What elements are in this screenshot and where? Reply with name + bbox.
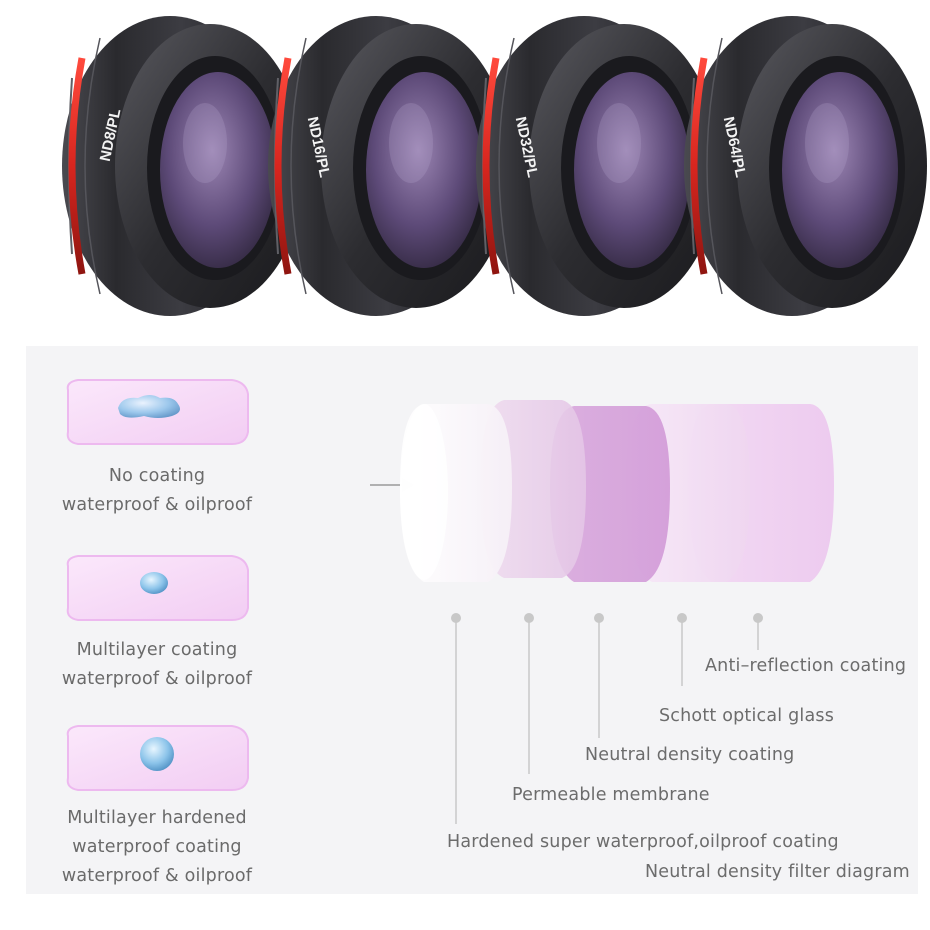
caption-line: Multilayer hardened xyxy=(67,808,247,828)
caption-line: Multilayer coating xyxy=(76,640,238,660)
filter-nd64: ND64/PL xyxy=(684,16,927,316)
water-droplet-icon xyxy=(140,572,168,594)
caption-multilayer: Multilayer coating waterproof & oilproof xyxy=(37,636,277,694)
filter-nd32: ND32/PL xyxy=(476,16,719,316)
filter-set: ND8/PL ND16/PL ND32/PL xyxy=(62,16,927,316)
leader-lines xyxy=(451,613,763,824)
label-anti-reflection: Anti–reflection coating xyxy=(705,656,907,676)
label-schott-glass: Schott optical glass xyxy=(659,706,835,726)
caption-line: waterproof coating xyxy=(72,837,242,857)
water-puddle-icon xyxy=(118,395,180,418)
label-permeable-membrane: Permeable membrane xyxy=(512,785,710,805)
water-bead-icon xyxy=(140,737,174,771)
plate-hardened xyxy=(66,725,249,791)
plate-no-coating xyxy=(66,379,249,445)
caption-line: No coating xyxy=(108,466,206,486)
label-nd-coating: Neutral density coating xyxy=(585,745,795,765)
filter-nd8: ND8/PL xyxy=(62,16,305,316)
caption-line: waterproof & oilproof xyxy=(61,495,253,515)
diagram-graphics xyxy=(66,379,834,824)
diagram-title: Neutral density filter diagram xyxy=(645,862,910,882)
coating-diagram-panel: No coating waterproof & oilproof Multila… xyxy=(26,346,918,894)
caption-no-coating: No coating waterproof & oilproof xyxy=(37,462,277,520)
caption-line: waterproof & oilproof xyxy=(61,669,253,689)
label-hardened-coating: Hardened super waterproof,oilproof coati… xyxy=(447,832,839,852)
caption-line: waterproof & oilproof xyxy=(61,866,253,886)
caption-hardened: Multilayer hardened waterproof coating w… xyxy=(37,804,277,891)
plate-multilayer xyxy=(66,555,249,621)
filter-nd16: ND16/PL xyxy=(268,16,511,316)
layer-stack xyxy=(400,400,834,582)
